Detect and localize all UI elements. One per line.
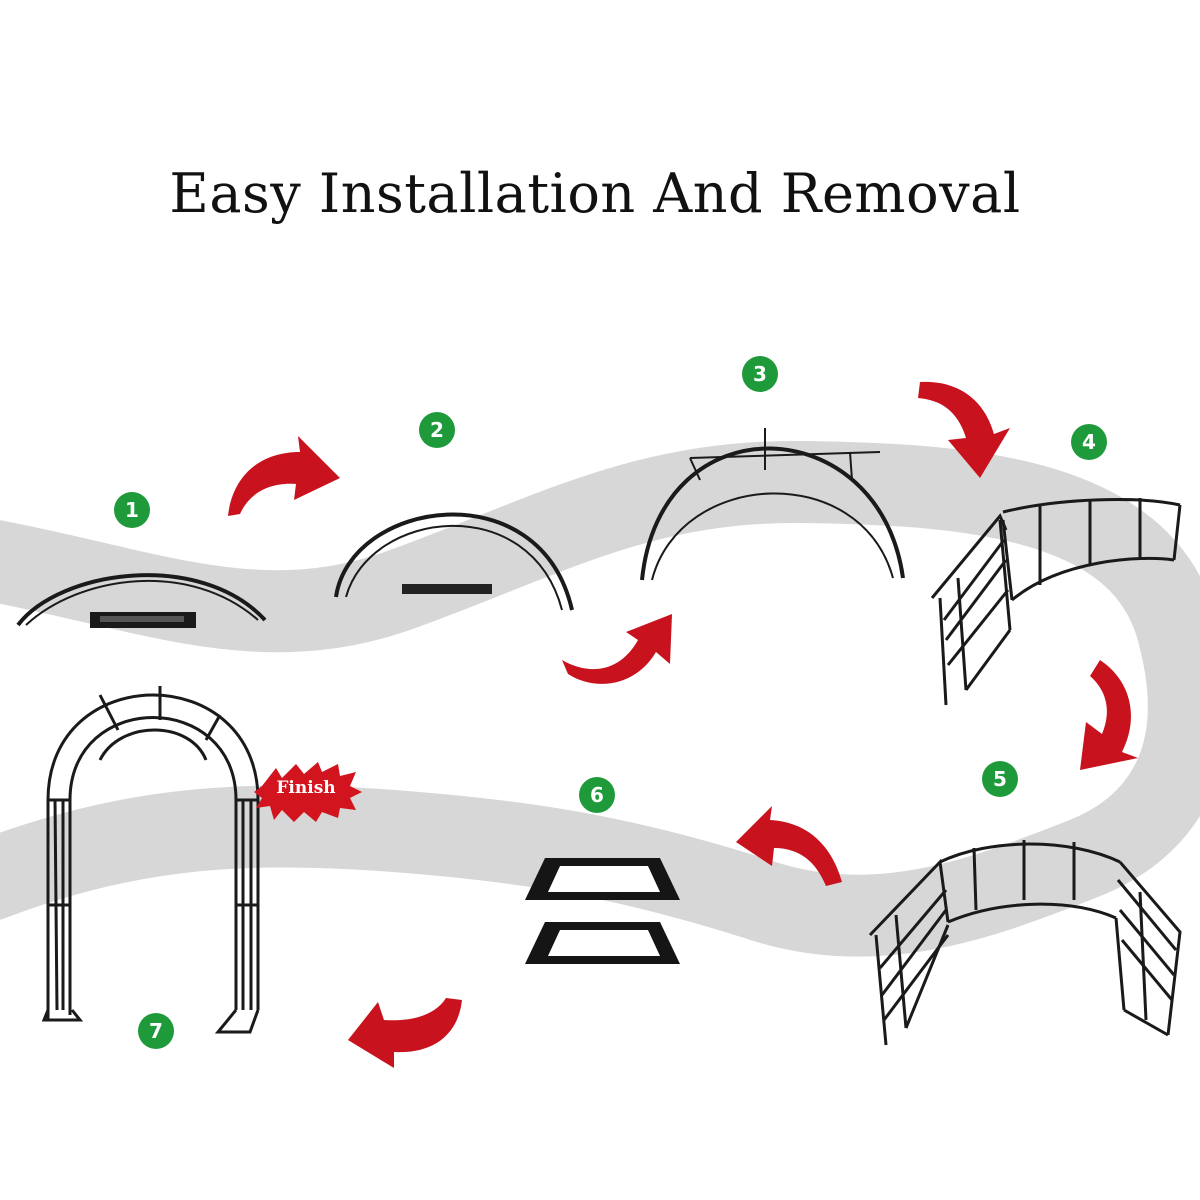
finish-burst-icon: [254, 762, 362, 822]
svg-text:3: 3: [753, 362, 767, 386]
step-2-base-plate: [402, 584, 492, 594]
step-badge-3: 3: [742, 356, 778, 392]
curved-arrow-icon: [736, 806, 842, 886]
svg-text:6: 6: [590, 783, 604, 807]
svg-text:1: 1: [125, 498, 139, 522]
svg-text:4: 4: [1082, 430, 1096, 454]
step-1-parts: [16, 573, 267, 627]
finish-label: Finish: [276, 778, 335, 798]
step-badge-7: 7: [138, 1013, 174, 1049]
curved-arrow-icon: [348, 998, 462, 1068]
winding-path: [0, 440, 1200, 957]
step-3-arch: [640, 428, 905, 581]
arch-frame-icon: [41, 686, 260, 1034]
curved-arrow-icon: [562, 614, 672, 684]
curved-arrow-icon: [228, 436, 340, 516]
curved-arrow-icon: [1080, 660, 1138, 770]
step-badge-6: 6: [579, 777, 615, 813]
step-badge-5: 5: [982, 761, 1018, 797]
step-4-frame: [930, 498, 1182, 706]
svg-text:7: 7: [149, 1019, 163, 1043]
svg-text:5: 5: [993, 767, 1007, 791]
step-1-base-plate: [90, 612, 196, 628]
svg-text:2: 2: [430, 418, 444, 442]
step-2-arch: [334, 512, 574, 611]
step-6-base-plates: [525, 858, 680, 964]
step-5-frame: [868, 840, 1182, 1046]
step-badge-4: 4: [1071, 424, 1107, 460]
curved-arrow-icon: [918, 381, 1010, 478]
step-badge-1: 1: [114, 492, 150, 528]
step-badge-2: 2: [419, 412, 455, 448]
page-title: Easy Installation And Removal: [169, 162, 1021, 225]
